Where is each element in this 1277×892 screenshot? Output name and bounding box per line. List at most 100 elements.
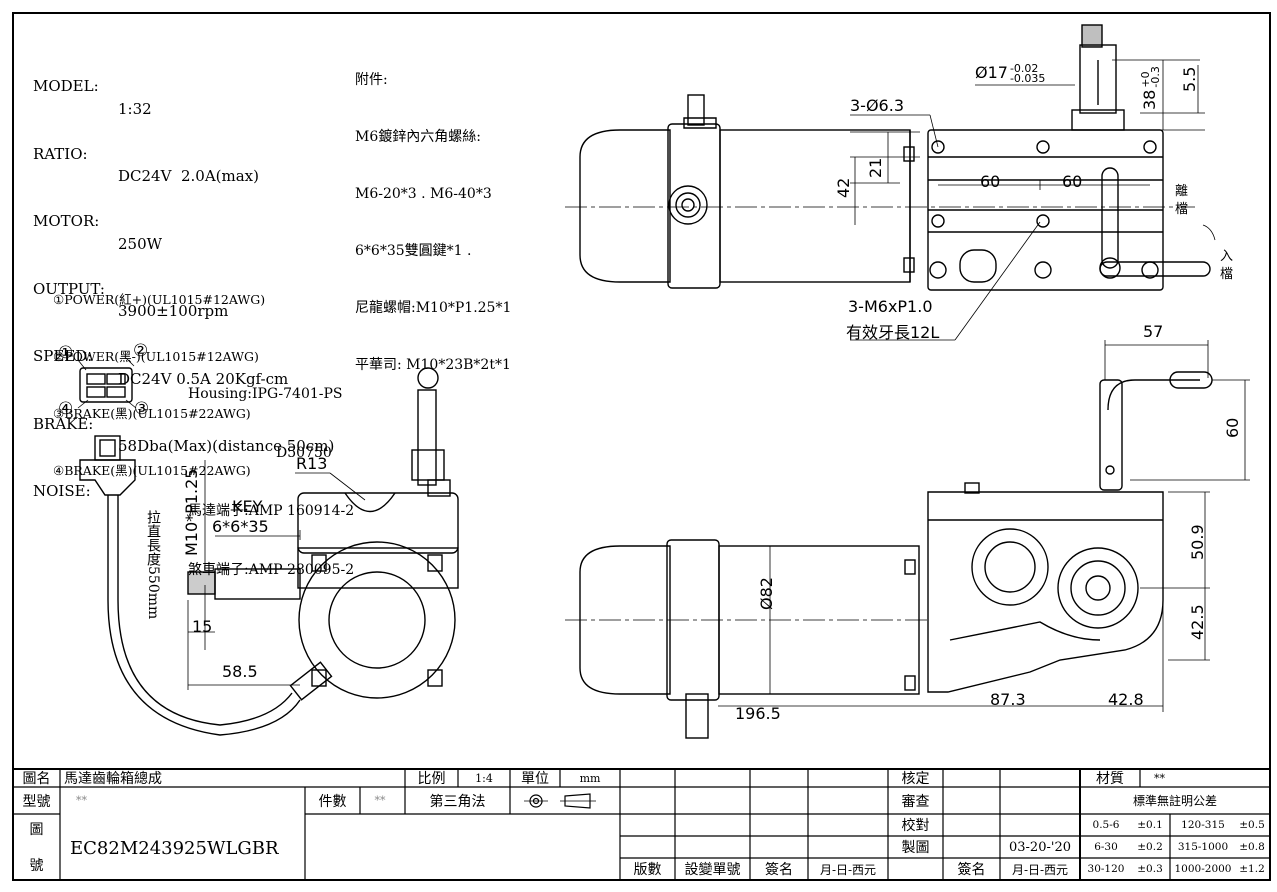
change-no-label: 設變單號 xyxy=(684,862,741,878)
accessories-line: M6-20*3 . M6-40*3 xyxy=(355,186,492,202)
d82-dim: Ø82 xyxy=(757,577,776,610)
d60v-dim: 60 xyxy=(1223,417,1242,438)
title-block-grid xyxy=(13,768,1270,880)
d585-dim: 58.5 xyxy=(222,662,258,681)
spec-labels: MODEL: RATIO: MOTOR: OUTPUT: SPEED: BRAK… xyxy=(33,30,105,525)
motor-label: MOTOR: xyxy=(33,212,100,230)
drawing-name-label: 圖名 xyxy=(22,771,51,787)
holes-dim: 3-Ø6.3 xyxy=(850,96,904,115)
scale-value: 1:4 xyxy=(475,771,493,785)
d38-tol-lower: -0.3 xyxy=(1148,66,1162,88)
tolerance-cell: 30-120 xyxy=(1087,863,1125,875)
pin-4-label: ④ xyxy=(58,399,74,419)
ratio-label: RATIO: xyxy=(33,144,88,163)
date-label: 月-日-西元 xyxy=(819,862,877,877)
drawing-no-label-2: 號 xyxy=(29,858,44,874)
output-label: OUTPUT: xyxy=(33,279,105,298)
tolerance-title: 標準無註明公差 xyxy=(1132,794,1217,808)
housing-note: Housing:IPG-7401-PS D50750 馬達端子:AMP 1609… xyxy=(188,346,354,600)
tolerance-cell: ±0.5 xyxy=(1239,819,1265,831)
tolerance-cell: ±0.1 xyxy=(1137,819,1163,831)
thread-note-1: 3-M6xP1.0 xyxy=(848,297,933,316)
drawing-no: EC82M243925WLGBR xyxy=(70,837,279,859)
key-label: KEY xyxy=(232,497,263,516)
d60b-dim: 60 xyxy=(1062,172,1083,191)
release-label: 離 檔 xyxy=(1175,184,1189,217)
d509-dim: 50.9 xyxy=(1188,524,1207,560)
wire-item: ②POWER(黑-)(UL1015#12AWG) xyxy=(53,349,259,364)
accessories-line: 6*6*35雙圓鍵*1 . xyxy=(355,243,472,259)
projection-label: 第三角法 xyxy=(429,793,486,810)
d425-dim: 42.5 xyxy=(1188,604,1207,640)
tolerance-cell: 0.5-6 xyxy=(1092,819,1120,831)
accessories-line: 平華司: M10*23B*2t*1 xyxy=(355,357,511,373)
side-view xyxy=(77,357,459,736)
unit-value: mm xyxy=(579,771,601,785)
tolerance-cell: ±0.2 xyxy=(1137,841,1163,853)
tolerance-cell: ±0.8 xyxy=(1239,841,1265,853)
drawing-border xyxy=(12,12,1271,881)
motor-terminal: 馬達端子:AMP 160914-2 xyxy=(188,503,355,519)
sign-label-2: 簽名 xyxy=(957,862,986,878)
qty-value: ** xyxy=(374,794,386,807)
d21-dim: 21 xyxy=(866,157,885,178)
reviewed-label: 審查 xyxy=(901,793,930,810)
shaft-tol-lower: -0.035 xyxy=(1009,71,1046,85)
d38-dim: 38+0-0.3 xyxy=(1139,66,1162,110)
accessories-line: 尼龍螺帽:M10*P1.25*1 xyxy=(355,300,512,316)
material-label: 材質 xyxy=(1096,771,1124,787)
d60a-dim: 60 xyxy=(980,172,1001,191)
tolerance-cell: 315-1000 xyxy=(1177,841,1229,853)
checked-label: 校對 xyxy=(901,818,930,834)
tolerance-cell: 1000-2000 xyxy=(1174,863,1232,875)
brake-terminal: 煞車端子:AMP 280095-2 xyxy=(188,561,355,578)
version-label: 版數 xyxy=(633,862,662,878)
output-value: 250W xyxy=(118,234,163,253)
tolerance-cell: ±1.2 xyxy=(1239,863,1265,875)
d1965-dim: 196.5 xyxy=(735,704,781,723)
shaft-diameter-dim: Ø17-0.02-0.035 xyxy=(975,63,1045,84)
material-value: ** xyxy=(1154,771,1165,785)
d15-dim: 15 xyxy=(192,617,213,636)
approved-label: 核定 xyxy=(901,771,930,787)
date-label-2: 月-日-西元 xyxy=(1011,862,1069,877)
d428-dim: 42.8 xyxy=(1108,690,1144,709)
drawn-date: 03-20-'20 xyxy=(1009,839,1071,855)
pin-3-label: ③ xyxy=(134,399,150,419)
wire-item: ④BRAKE(黑)(UL1015#22AWG) xyxy=(53,463,251,478)
speed-value: 3900±100rpm xyxy=(118,302,229,320)
pin-1-label: ① xyxy=(58,343,74,363)
tolerance-cell: 6-30 xyxy=(1094,841,1118,853)
pin-2-label: ② xyxy=(133,341,149,361)
brake-label: BRAKE: xyxy=(33,414,94,433)
shaft-diameter: Ø17 xyxy=(975,63,1008,82)
d55-dim: 5.5 xyxy=(1180,66,1199,92)
d42-dim: 42 xyxy=(834,177,853,198)
sign-label: 簽名 xyxy=(765,862,793,878)
qty-label: 件數 xyxy=(318,793,347,810)
tolerance-cell: 120-315 xyxy=(1181,819,1225,831)
accessories-line: M6鍍鋅內六角螺絲: xyxy=(355,129,481,145)
tolerance-cell: ±0.3 xyxy=(1137,863,1163,875)
housing-part-2: D50750 xyxy=(276,444,332,461)
drawing-no-label-1: 圖 xyxy=(29,822,44,838)
accessories-note: 附件: M6鍍鋅內六角螺絲: M6-20*3 . M6-40*3 6*6*35雙… xyxy=(355,33,511,394)
speed-label: SPEED: xyxy=(33,347,93,365)
cable-length-note: 拉直長度550mm xyxy=(145,510,161,620)
ratio-value: 1:32 xyxy=(118,99,152,118)
drawn-label: 製圖 xyxy=(901,840,930,856)
unit-label: 單位 xyxy=(521,771,549,787)
model-no-label: 型號 xyxy=(22,793,51,810)
d873-dim: 87.3 xyxy=(990,690,1026,709)
model-label: MODEL: xyxy=(33,77,99,95)
engage-label: 入 檔 xyxy=(1220,249,1234,282)
thread-note-2: 有效牙長12L xyxy=(846,323,940,342)
scale-label: 比例 xyxy=(417,771,446,787)
motor-value: DC24V 2.0A(max) xyxy=(118,167,259,185)
shaft-tol-upper: -0.02 xyxy=(1009,61,1039,75)
top-view xyxy=(565,24,1216,341)
wire-item: ③BRAKE(黑)(UL1015#22AWG) xyxy=(53,406,251,421)
wire-item: ①POWER(紅+)(UL1015#12AWG) xyxy=(53,292,266,307)
d57-dim: 57 xyxy=(1143,322,1164,341)
